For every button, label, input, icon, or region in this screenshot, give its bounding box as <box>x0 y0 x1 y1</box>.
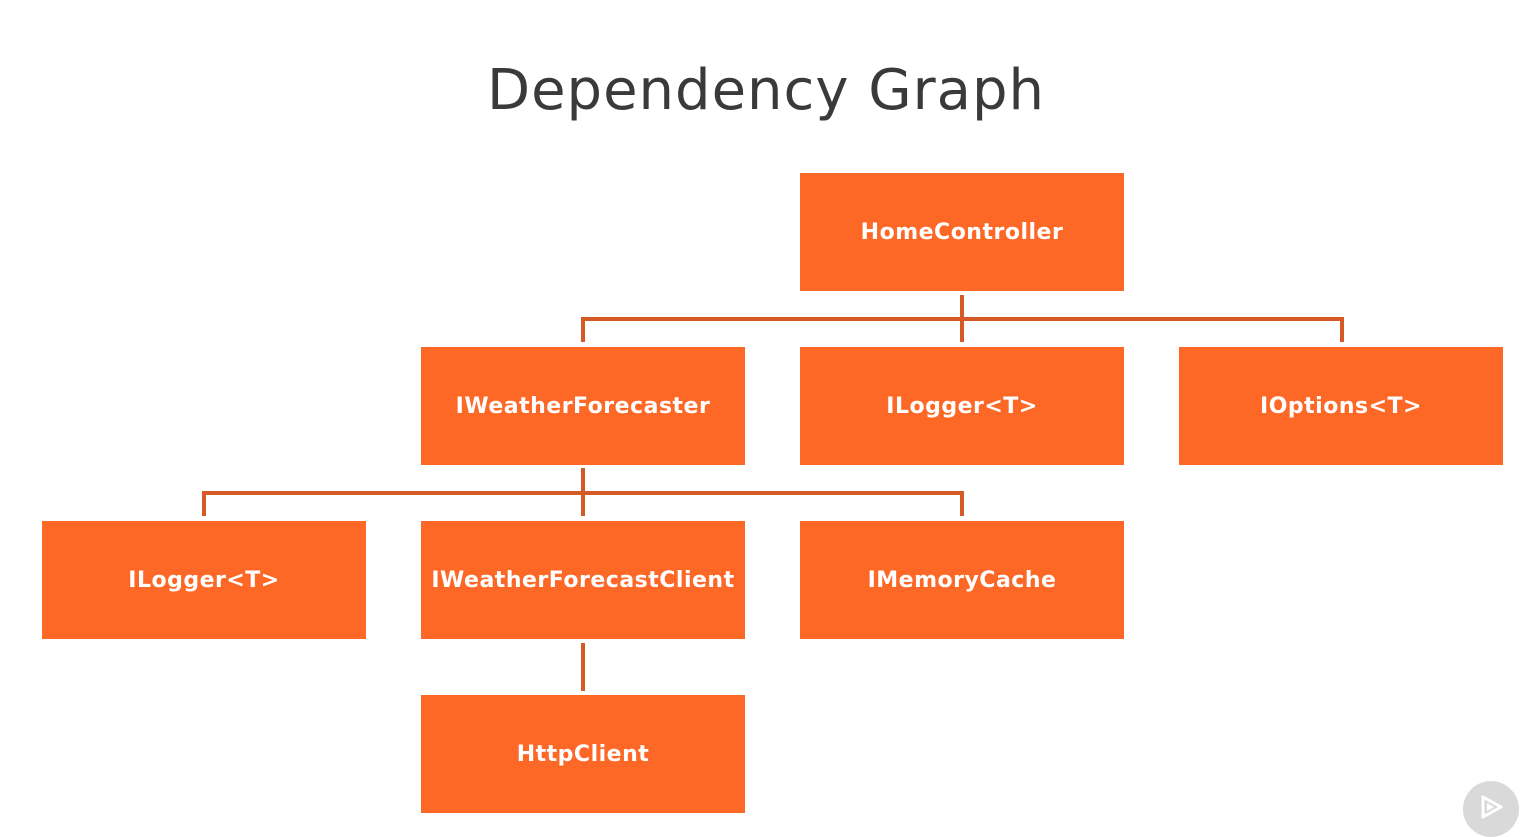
node-iweather-forecast-client: IWeatherForecastClient <box>421 521 745 639</box>
edge-level3-bus <box>202 491 964 495</box>
node-http-client: HttpClient <box>421 695 745 813</box>
node-ilogger-top: ILogger<T> <box>800 347 1124 465</box>
node-iweather-forecaster: IWeatherForecaster <box>421 347 745 465</box>
edge-client-to-httpclient <box>581 643 585 691</box>
node-label: ILogger<T> <box>886 393 1038 419</box>
node-label: IWeatherForecaster <box>455 393 711 419</box>
node-label: IWeatherForecastClient <box>431 567 735 593</box>
node-ioptions: IOptions<T> <box>1179 347 1503 465</box>
node-home-controller: HomeController <box>800 173 1124 291</box>
node-label: HttpClient <box>516 741 650 767</box>
edge-to-iOptions <box>1340 317 1344 342</box>
node-imemory-cache: IMemoryCache <box>800 521 1124 639</box>
edge-level2-bus <box>581 317 1344 321</box>
play-icon <box>1478 794 1504 824</box>
edge-to-imemorycache <box>960 491 964 516</box>
edge-to-iweatherforecaster <box>581 317 585 342</box>
node-label: IOptions<T> <box>1260 393 1422 419</box>
node-label: IMemoryCache <box>867 567 1057 593</box>
node-label: ILogger<T> <box>128 567 280 593</box>
edge-to-ilogger-bottom <box>202 491 206 516</box>
play-button[interactable] <box>1463 781 1519 837</box>
diagram-title: Dependency Graph <box>486 58 1046 123</box>
node-ilogger-bottom: ILogger<T> <box>42 521 366 639</box>
node-label: HomeController <box>860 219 1064 245</box>
